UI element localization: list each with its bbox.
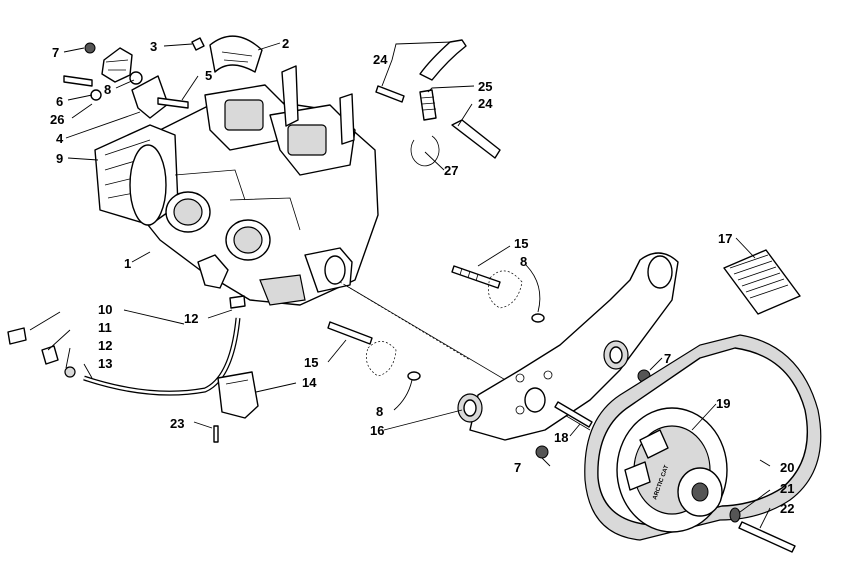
callout-7: 7 bbox=[664, 351, 671, 366]
callout-26: 26 bbox=[50, 112, 64, 127]
callout-11: 11 bbox=[98, 320, 112, 335]
callout-25: 25 bbox=[478, 79, 492, 94]
fuel-pump-parts bbox=[7, 295, 259, 443]
callout-13: 13 bbox=[98, 356, 112, 371]
bolts-washers bbox=[327, 265, 593, 428]
drive-clutch-assembly: ARCTIC CAT bbox=[584, 334, 822, 553]
callout-8: 8 bbox=[104, 82, 111, 97]
decal-part-17 bbox=[723, 249, 801, 315]
callout-numbers: 7 3 2 5 8 6 26 4 9 1 24 25 24 27 10 11 1… bbox=[50, 36, 794, 516]
callout-7: 7 bbox=[52, 45, 59, 60]
callout-19: 19 bbox=[716, 396, 730, 411]
bolt-part-22 bbox=[738, 521, 796, 553]
callout-23: 23 bbox=[170, 416, 184, 431]
callout-9: 9 bbox=[56, 151, 63, 166]
callout-20: 20 bbox=[780, 460, 794, 475]
callout-1: 1 bbox=[124, 256, 131, 271]
callout-16: 16 bbox=[370, 423, 384, 438]
bracket-part-4 bbox=[131, 75, 169, 119]
leader-lines bbox=[29, 41, 771, 529]
callout-24: 24 bbox=[478, 96, 493, 111]
oil-pump-parts bbox=[63, 35, 263, 119]
callout-8: 8 bbox=[376, 404, 383, 419]
callout-2: 2 bbox=[282, 36, 289, 51]
callout-8: 8 bbox=[520, 254, 527, 269]
callout-17: 17 bbox=[718, 231, 732, 246]
callout-12: 12 bbox=[184, 311, 198, 326]
callout-15: 15 bbox=[514, 236, 528, 251]
fuel-line-parts bbox=[375, 39, 501, 167]
engine-mount-bracket bbox=[469, 252, 679, 441]
callout-7: 7 bbox=[514, 460, 521, 475]
callout-10: 10 bbox=[98, 302, 112, 317]
callout-24: 24 bbox=[373, 52, 388, 67]
callout-22: 22 bbox=[780, 501, 794, 516]
callout-27: 27 bbox=[444, 163, 458, 178]
callout-15: 15 bbox=[304, 355, 318, 370]
callout-21: 21 bbox=[780, 481, 794, 496]
callout-5: 5 bbox=[205, 68, 212, 83]
engine-assembly bbox=[94, 65, 591, 431]
callout-18: 18 bbox=[554, 430, 568, 445]
callout-6: 6 bbox=[56, 94, 63, 109]
callout-14: 14 bbox=[302, 375, 317, 390]
callout-3: 3 bbox=[150, 39, 157, 54]
callout-12: 12 bbox=[98, 338, 112, 353]
callout-4: 4 bbox=[56, 131, 64, 146]
washer-part-21 bbox=[729, 507, 741, 523]
